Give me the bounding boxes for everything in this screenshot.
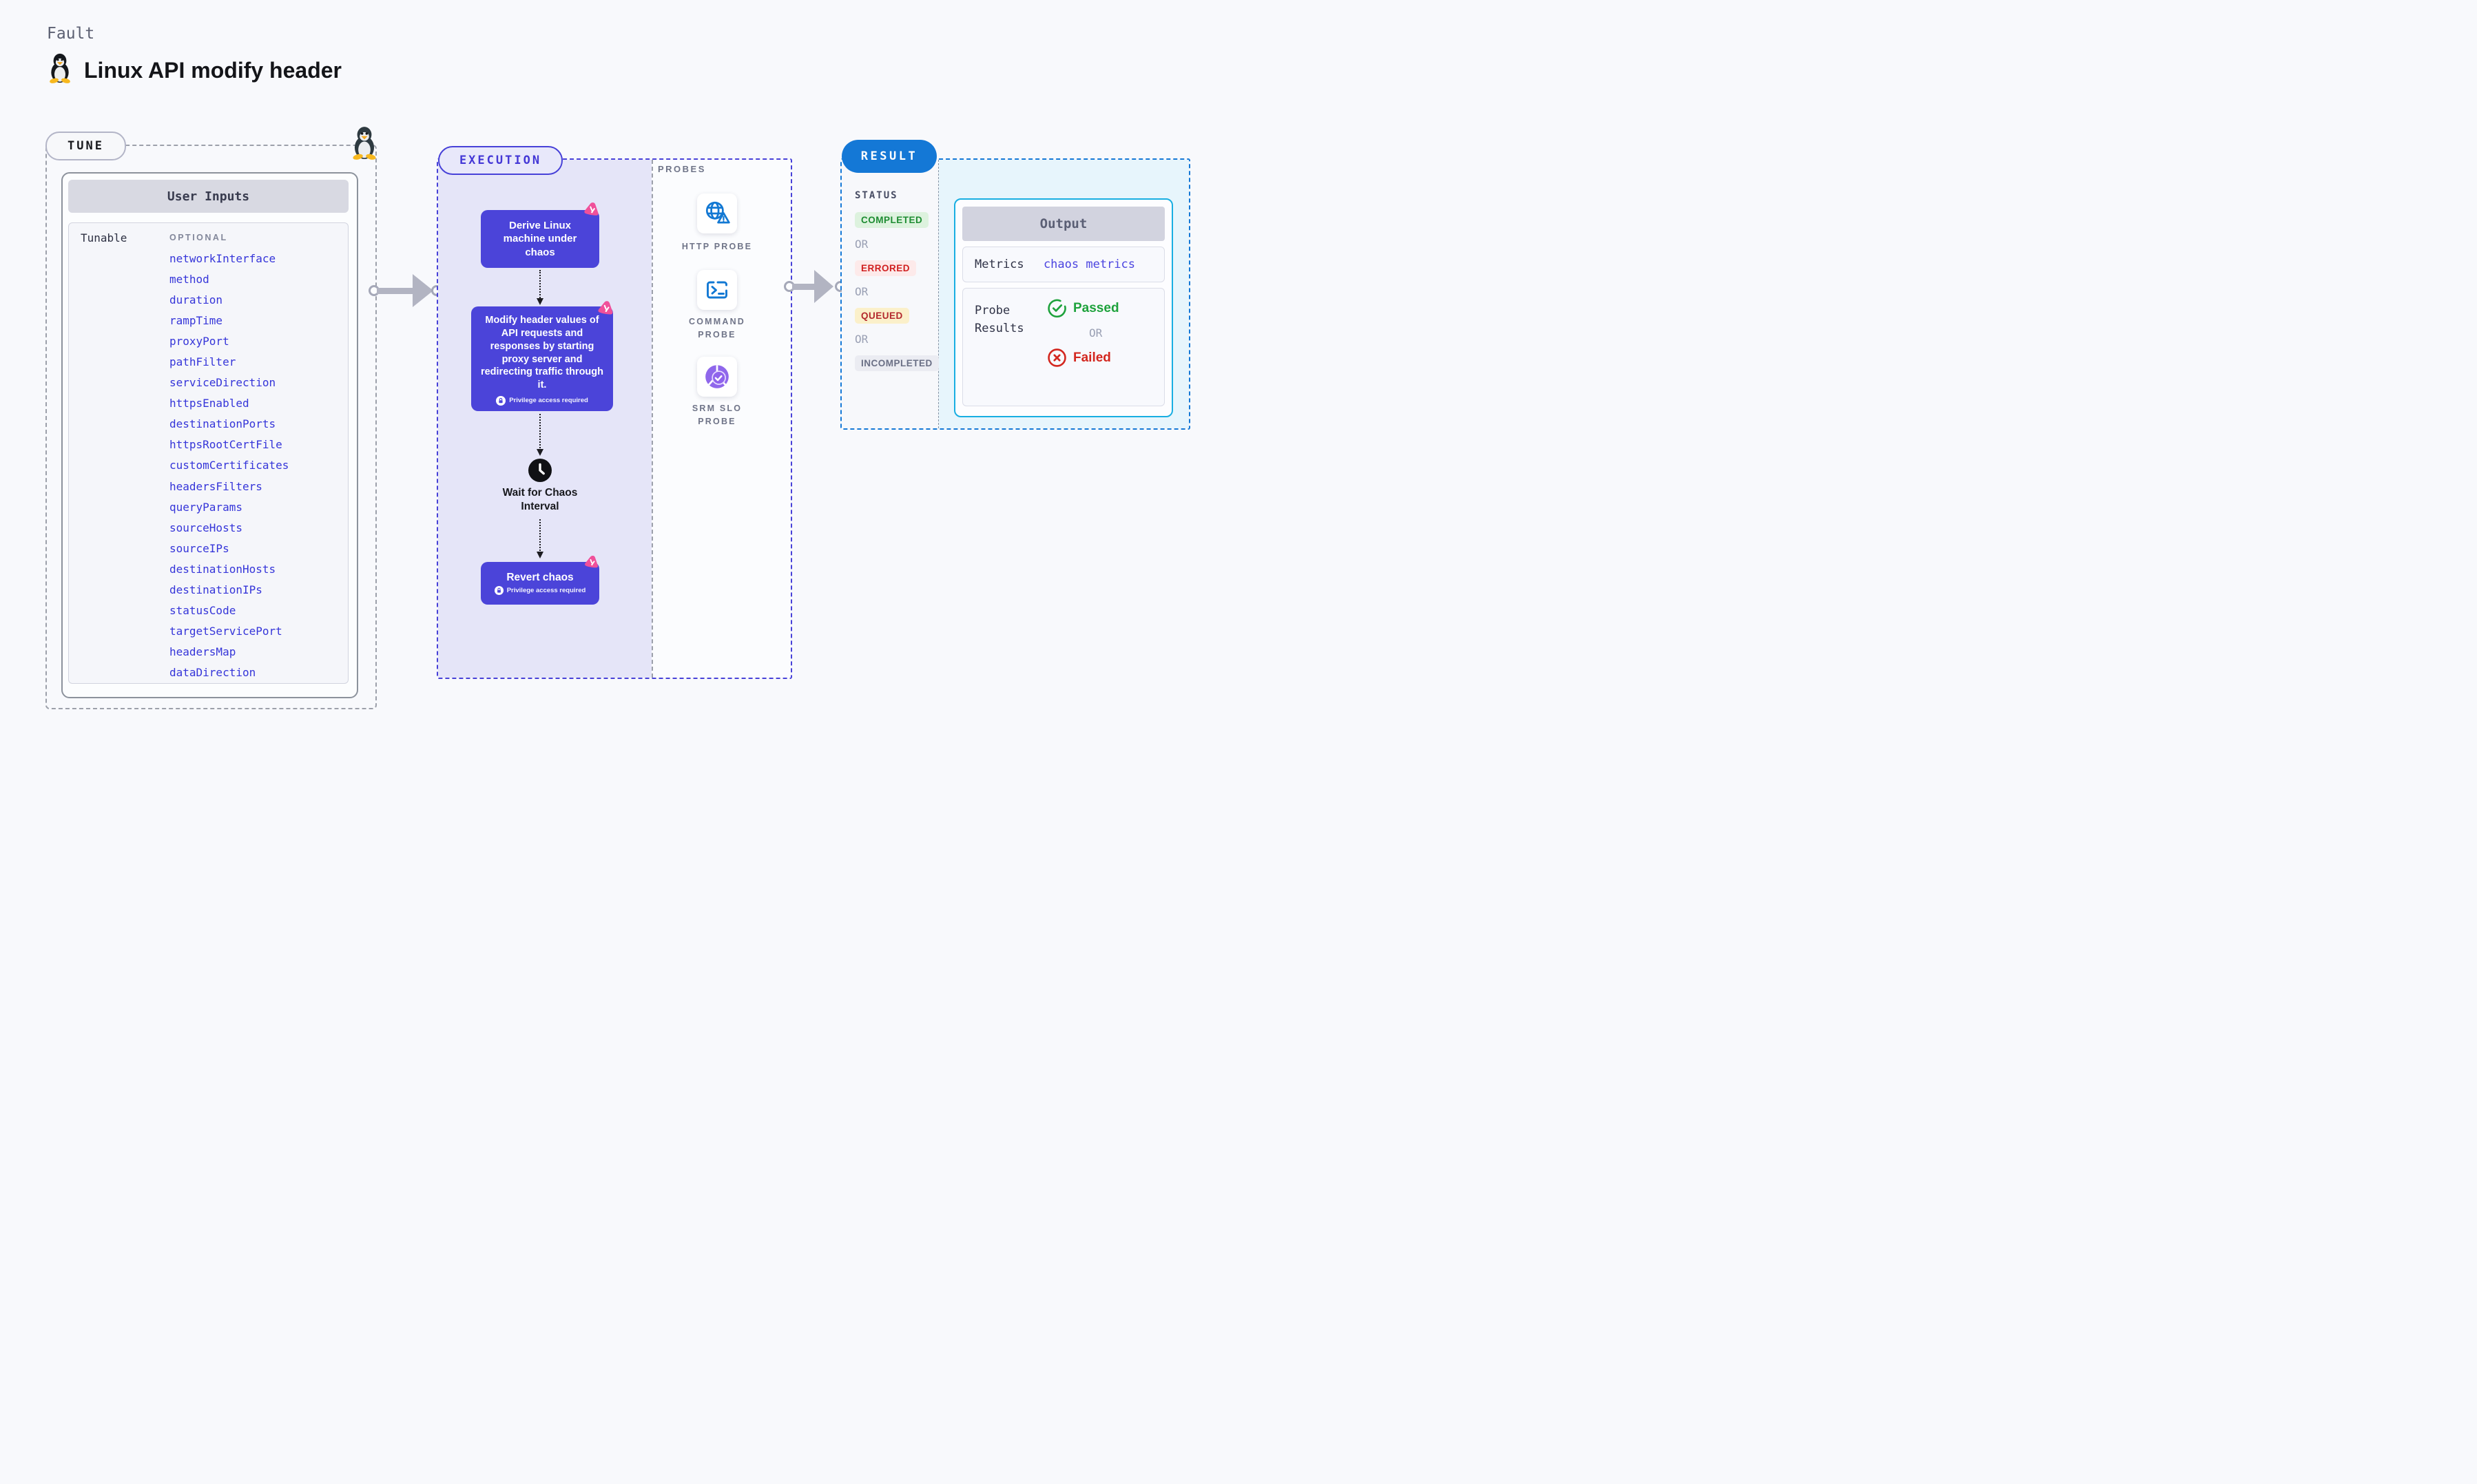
optional-column-label: OPTIONAL: [169, 233, 228, 242]
wait-step-label: Wait for Chaos Interval: [502, 487, 578, 512]
tunable-param[interactable]: customCertificates: [169, 459, 289, 472]
tunable-row-label: Tunable: [81, 231, 127, 244]
chaos-fault-icon: [584, 202, 599, 216]
status-completed-badge: COMPLETED: [855, 212, 929, 228]
tunable-param[interactable]: sourceIPs: [169, 541, 229, 555]
probes-area: [652, 160, 791, 678]
output-card: Output Metrics chaos metrics Probe Resul…: [954, 198, 1173, 417]
tunable-param[interactable]: dataDirection: [169, 666, 256, 680]
tunable-param-list: networkInterface method duration rampTim…: [169, 248, 289, 683]
tunable-param[interactable]: pathFilter: [169, 355, 236, 369]
tunable-param[interactable]: headersMap: [169, 645, 236, 659]
wait-clock-icon: [528, 459, 552, 482]
privilege-note: Privilege access required: [496, 396, 588, 406]
modify-step-label: Modify header values of API requests and…: [480, 314, 604, 391]
linux-tux-icon: [50, 53, 70, 83]
tunable-param[interactable]: headersFilters: [169, 479, 262, 493]
derive-step-label: Derive Linux machine under chaos: [503, 219, 577, 258]
result-badge: RESULT: [842, 140, 937, 173]
modify-header-step: Modify header values of API requests and…: [471, 306, 613, 411]
tunable-param[interactable]: sourceHosts: [169, 521, 242, 534]
check-circle-icon: [1048, 299, 1066, 317]
or-separator: OR: [855, 285, 869, 298]
revert-chaos-step: Revert chaos Privilege access required: [481, 562, 599, 605]
globe-alert-icon: [705, 201, 730, 224]
page-title: Linux API modify header: [84, 58, 342, 83]
tunable-param[interactable]: destinationHosts: [169, 562, 276, 576]
tunable-param[interactable]: networkInterface: [169, 251, 276, 265]
or-separator: OR: [1089, 326, 1103, 339]
chaos-fault-icon: [598, 301, 613, 315]
tune-to-execution-arrow: [369, 274, 444, 307]
srm-slo-probe-label: SRM SLO PROBE: [692, 404, 743, 426]
or-separator: OR: [855, 333, 869, 346]
tune-badge: TUNE: [45, 132, 126, 160]
passed-line: Passed: [1048, 299, 1119, 317]
http-probe-card: [697, 194, 737, 233]
fault-kicker: Fault: [47, 25, 95, 43]
linux-tux-corner-icon: [353, 127, 376, 160]
status-label: STATUS: [855, 190, 898, 201]
status-incompleted-badge: INCOMPLETED: [855, 355, 939, 371]
tunable-param[interactable]: destinationIPs: [169, 583, 262, 597]
flow-arrow-down: [536, 270, 543, 305]
tunable-param[interactable]: httpsRootCertFile: [169, 438, 282, 452]
slo-donut-icon: [705, 365, 729, 388]
tunable-param[interactable]: httpsEnabled: [169, 397, 249, 410]
tune-section-outline: [45, 145, 377, 709]
flow-arrow-down: [536, 414, 543, 456]
probe-results-row: Probe Results Passed OR Failed: [962, 288, 1165, 406]
connector-bar: [792, 283, 817, 290]
probes-label: PROBES: [658, 164, 706, 174]
revert-step-label: Revert chaos: [506, 571, 574, 583]
privilege-note: Privilege access required: [494, 586, 586, 596]
command-probe-label: COMMAND PROBE: [688, 317, 746, 339]
http-probe-label: HTTP PROBE: [681, 242, 753, 251]
status-errored-badge: ERRORED: [855, 260, 917, 276]
connector-arrowhead: [413, 274, 433, 307]
command-probe-card: [697, 270, 737, 310]
status-strip: [842, 160, 939, 428]
execution-badge: EXECUTION: [438, 146, 563, 175]
chaos-metrics-link[interactable]: chaos metrics: [1043, 258, 1135, 271]
passed-label: Passed: [1073, 300, 1119, 315]
terminal-icon: [707, 281, 727, 299]
tunable-param[interactable]: queryParams: [169, 500, 242, 514]
privilege-note-label: Privilege access required: [506, 587, 586, 595]
tunable-param[interactable]: serviceDirection: [169, 376, 276, 390]
user-inputs-title: User Inputs: [68, 180, 349, 213]
failed-label: Failed: [1073, 350, 1111, 365]
flow-arrow-down: [536, 519, 543, 558]
connector-arrowhead: [814, 270, 833, 303]
x-circle-icon: [1048, 348, 1066, 367]
tunable-param[interactable]: duration: [169, 293, 223, 306]
tunable-param[interactable]: targetServicePort: [169, 625, 282, 638]
lock-icon: [494, 586, 504, 596]
fault-diagram-page: Fault Linux API modify header TUNE User …: [0, 0, 1238, 742]
srm-slo-probe-card: [697, 357, 737, 397]
lock-icon: [496, 396, 506, 406]
chaos-fault-icon: [585, 555, 598, 568]
derive-machine-step: Derive Linux machine under chaos: [481, 210, 599, 268]
connector-bar: [377, 287, 415, 294]
tunable-param[interactable]: rampTime: [169, 313, 223, 327]
status-queued-badge: QUEUED: [855, 308, 909, 324]
privilege-note-label: Privilege access required: [509, 396, 588, 404]
execution-to-result-arrow: [784, 270, 850, 303]
probe-results-label: Probe Results: [975, 304, 1024, 335]
or-separator: OR: [855, 238, 869, 251]
tunables-panel: Tunable OPTIONAL networkInterface method…: [68, 222, 349, 684]
tunable-param[interactable]: method: [169, 272, 209, 286]
probe-results-values: Passed OR Failed: [1048, 289, 1119, 406]
tunable-param[interactable]: statusCode: [169, 604, 236, 618]
failed-line: Failed: [1048, 348, 1119, 367]
tunable-param[interactable]: proxyPort: [169, 334, 229, 348]
output-title: Output: [962, 207, 1165, 241]
tunable-param[interactable]: destinationPorts: [169, 417, 276, 431]
metrics-label: Metrics: [975, 258, 1024, 271]
metrics-row: Metrics chaos metrics: [962, 247, 1165, 282]
